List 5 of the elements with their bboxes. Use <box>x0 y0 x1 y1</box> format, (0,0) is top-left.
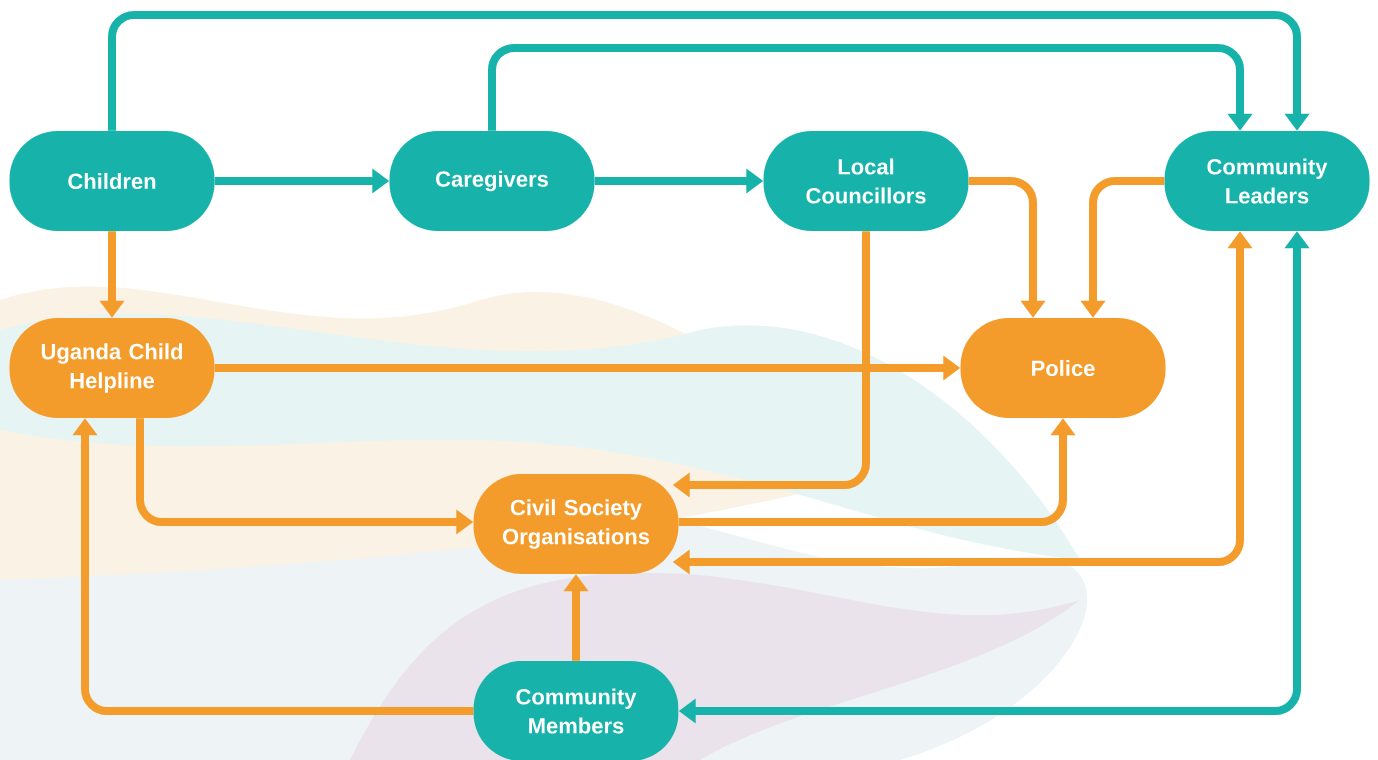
rounded-box: Police <box>960 318 1166 418</box>
rounded-box: Community Leaders <box>1164 131 1370 231</box>
rounded-box: Children <box>9 131 215 231</box>
rounded-box: Caregivers <box>389 131 595 231</box>
rounded-box: Local Councillors <box>763 131 969 231</box>
